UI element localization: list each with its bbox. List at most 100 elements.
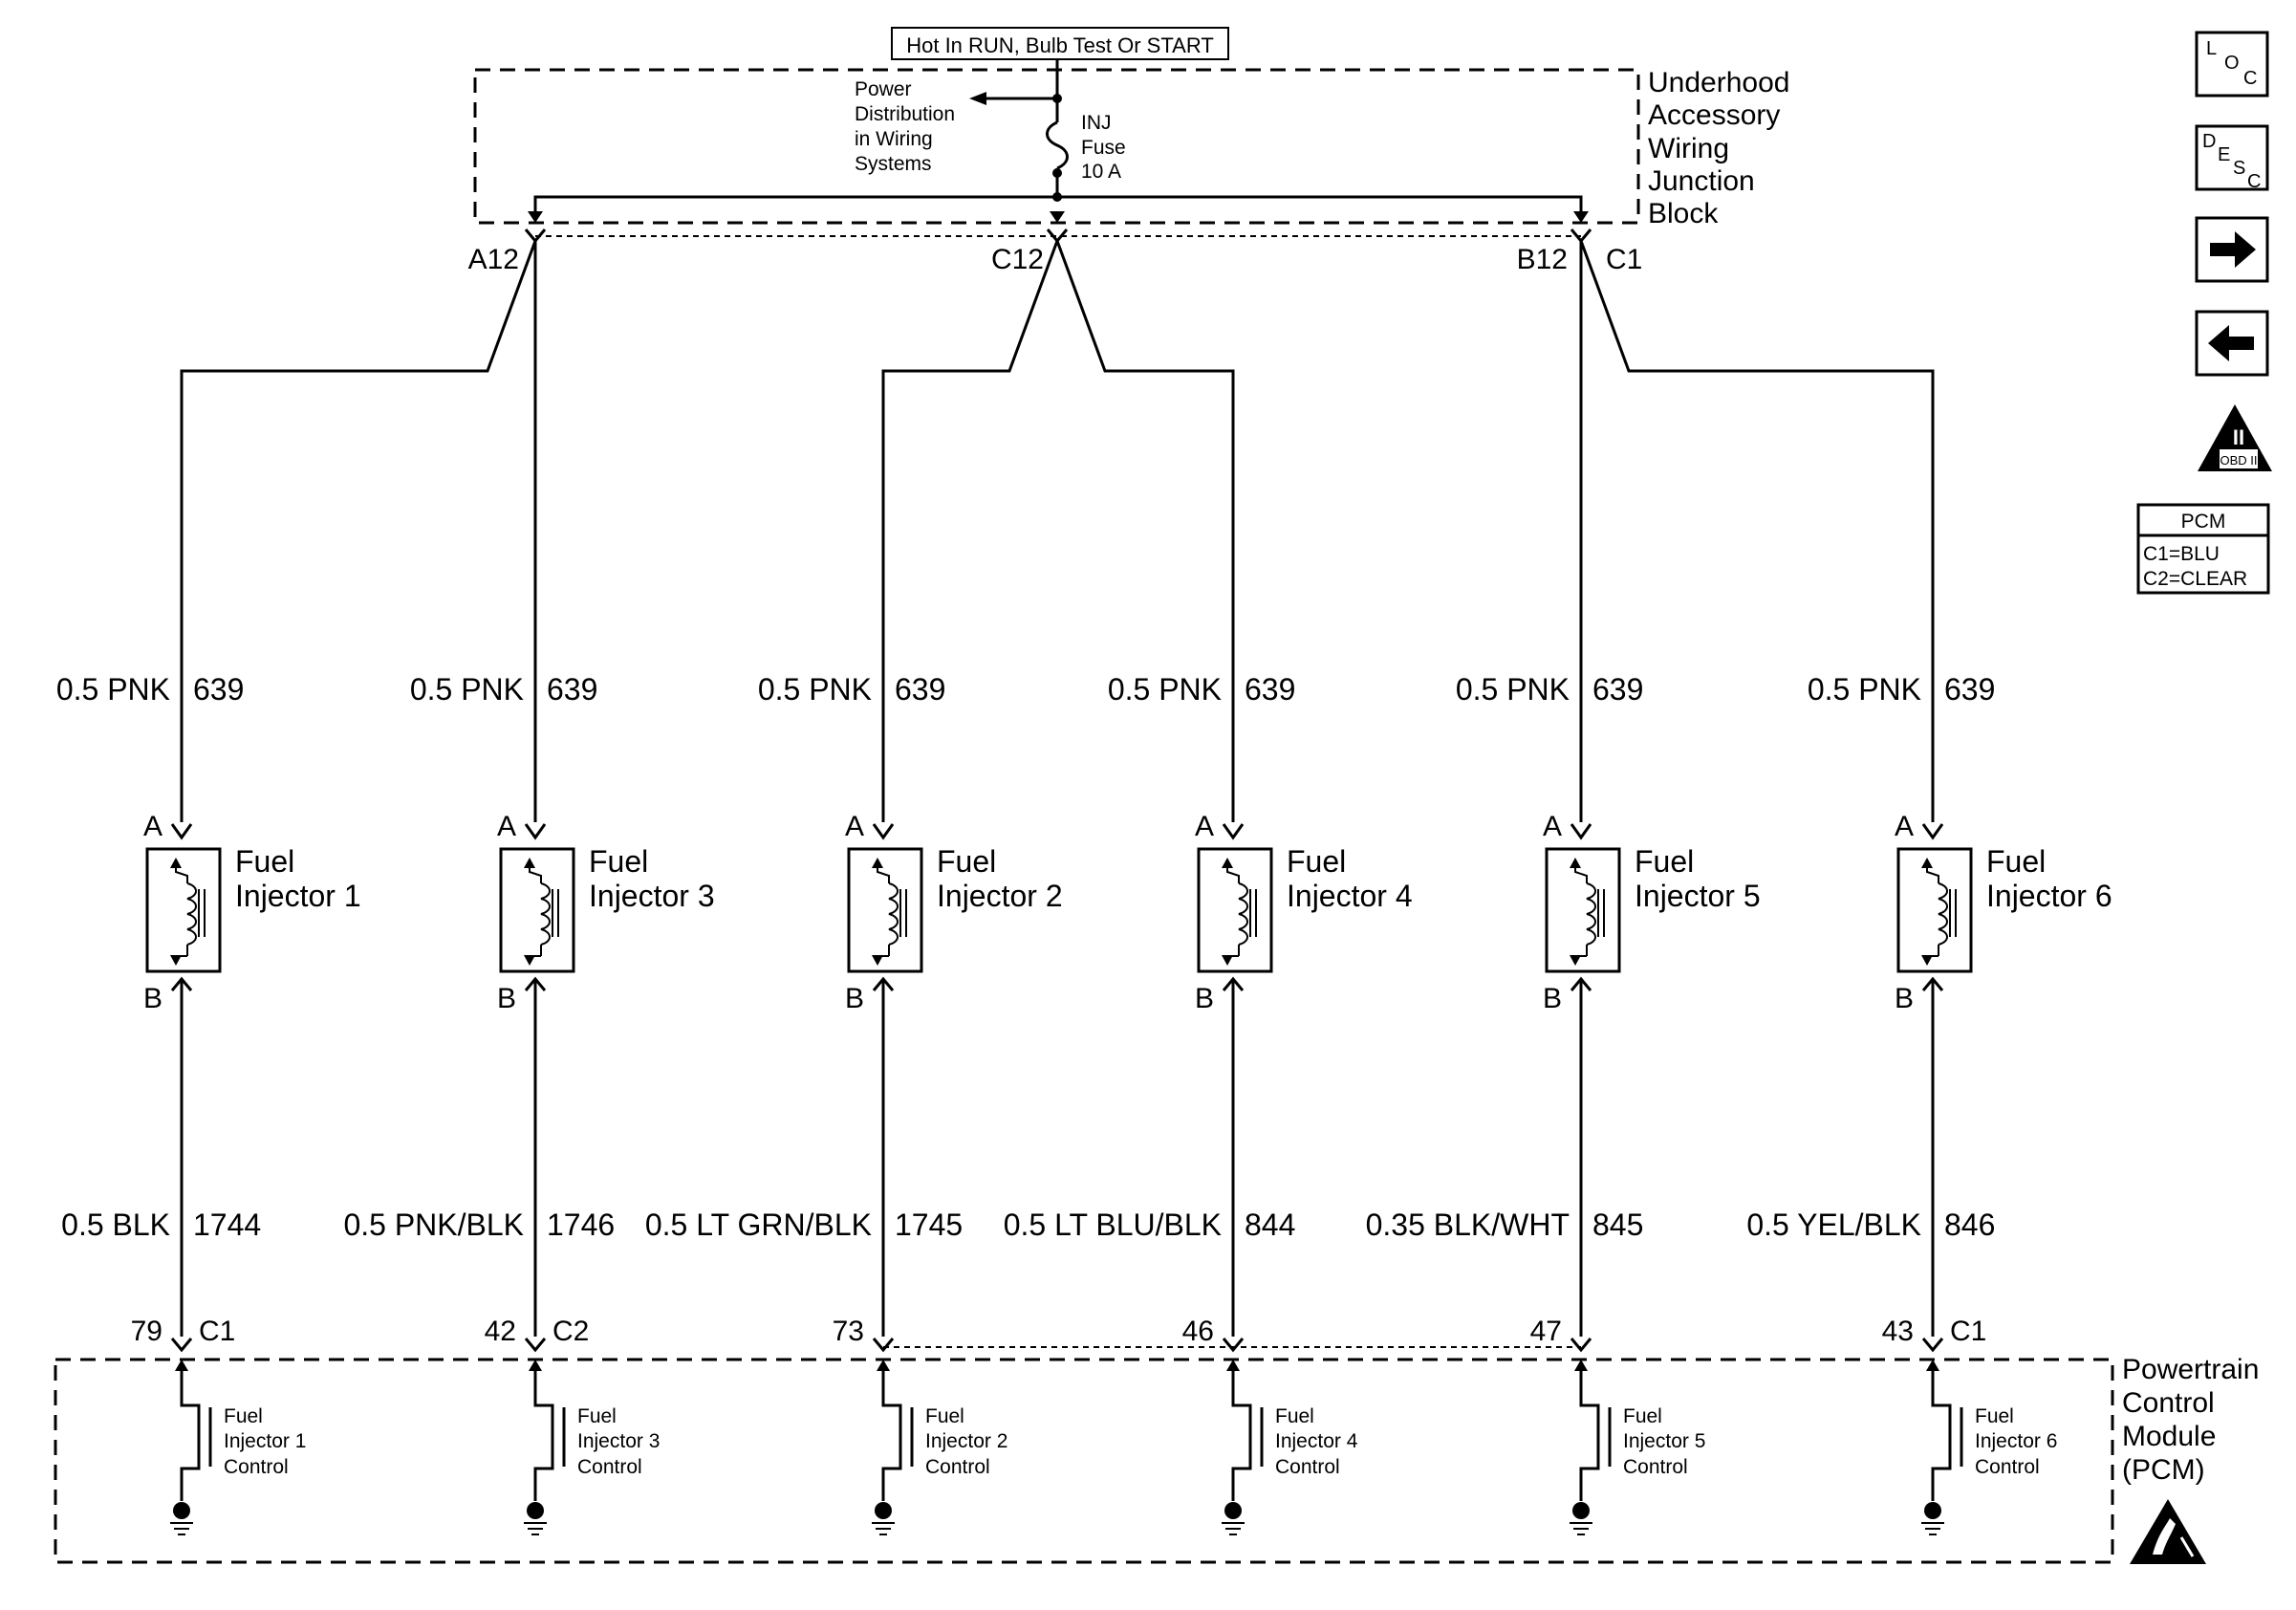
arrow-up-icon <box>524 858 535 868</box>
power-source-label: Hot In RUN, Bulb Test Or START <box>891 27 1229 60</box>
pin-a-label: A <box>497 811 516 842</box>
next-arrow-icon[interactable] <box>2195 216 2269 283</box>
injector-body <box>1197 847 1273 973</box>
loc-letter-c: C <box>2243 68 2257 89</box>
supply-wire-circuit: 639 <box>1944 672 1995 707</box>
supply-wire-circuit: 639 <box>1592 672 1643 707</box>
driver-transistor-icon <box>1579 1367 1600 1501</box>
ground-node-icon <box>875 1502 892 1519</box>
pcm-control-label-line-1: Fuel <box>1975 1405 2014 1427</box>
pcm-legend-title: PCM <box>2181 511 2226 533</box>
arrow-up-icon <box>1570 858 1581 868</box>
pcm-label-line-2: Control <box>2122 1387 2215 1419</box>
driver-transistor-icon <box>1231 1367 1252 1501</box>
pin-a-chevron <box>872 823 895 840</box>
arrow-up-icon <box>1226 1360 1240 1371</box>
pin-a-label: A <box>1195 811 1214 842</box>
coil-icon <box>1938 882 1948 946</box>
inj-fuse-icon <box>1046 98 1069 197</box>
pcm-connector-legend: PCM C1=BLU C2=CLEAR <box>2136 503 2270 595</box>
pin-b-label: B <box>1895 983 1914 1014</box>
pin-b-label: B <box>845 983 864 1014</box>
pin-a-label: A <box>1895 811 1914 842</box>
pcm-control-label-line-2: Injector 5 <box>1623 1430 1705 1452</box>
arrow-up-icon <box>1926 1360 1939 1371</box>
arrow-down-icon <box>524 955 535 966</box>
driver-transistor-icon <box>881 1367 902 1501</box>
control-wire-gauge: 0.5 BLK <box>61 1208 170 1242</box>
pin-a-label: A <box>1543 811 1562 842</box>
desc-letter-c: C <box>2247 171 2261 192</box>
arrow-up-icon <box>1574 1360 1588 1371</box>
driver-transistor-icon <box>180 1367 201 1501</box>
loc-letter-l: L <box>2206 38 2217 59</box>
junction-bus <box>533 195 1583 218</box>
obd-text: OBD II <box>2220 453 2257 468</box>
injector-name-line-1: Fuel <box>1287 844 1346 879</box>
desc-letter-s: S <box>2233 158 2245 179</box>
ground-node-icon <box>1224 1502 1242 1519</box>
arrow-left-icon <box>969 92 986 105</box>
control-wire-circuit: 1745 <box>895 1208 963 1242</box>
coil-icon <box>1586 882 1596 946</box>
pin-b-label: B <box>1195 983 1214 1014</box>
injector-body <box>1896 847 1973 973</box>
control-wire-circuit: 846 <box>1944 1208 1995 1242</box>
pcm-pin-number: 47 <box>1530 1316 1562 1347</box>
pcm-connector-label: C1 <box>1950 1316 1986 1347</box>
obd-ii-icon[interactable]: II OBD II <box>2198 404 2272 471</box>
fuse-label-line-3: 10 A <box>1081 161 1121 183</box>
loc-icon[interactable]: L O C <box>2195 31 2269 98</box>
junction-block-line-4: Junction <box>1648 165 1755 197</box>
bus-arrow-right <box>1573 211 1589 223</box>
pin-b-label: B <box>497 983 516 1014</box>
supply-wire-circuit: 639 <box>1245 672 1295 707</box>
injector-name-line-1: Fuel <box>235 844 294 879</box>
pcm-connector-label: C1 <box>199 1316 235 1347</box>
arrow-up-icon <box>529 1360 542 1371</box>
control-wire-gauge: 0.5 PNK/BLK <box>343 1208 524 1242</box>
pcm-control-label-line-1: Fuel <box>1275 1405 1314 1427</box>
ground-node-icon <box>173 1502 190 1519</box>
pcm-label-line-1: Powertrain <box>2122 1354 2259 1385</box>
arrow-up-icon <box>872 858 883 868</box>
fuse-label: INJ Fuse 10 A <box>1081 112 1126 183</box>
prev-arrow-icon[interactable] <box>2195 310 2269 377</box>
control-wire-circuit: 844 <box>1245 1208 1295 1242</box>
pcm-pin-number: 46 <box>1182 1316 1214 1347</box>
arrow-down-icon <box>170 955 182 966</box>
arrow-up-icon <box>1921 858 1933 868</box>
injector-lead-top <box>529 865 542 883</box>
injector-lead-top <box>175 865 188 883</box>
supply-wire-gauge: 0.5 PNK <box>410 672 524 707</box>
obd-roman-text: II <box>2233 425 2244 449</box>
desc-icon[interactable]: D E S C <box>2195 124 2269 192</box>
pcm-pin-number: 42 <box>485 1316 516 1347</box>
pcm-control-label-line-1: Fuel <box>577 1405 617 1427</box>
pin-a-chevron <box>170 823 193 840</box>
pin-c1-label: C1 <box>1606 244 1642 275</box>
pcm-control-label-line-1: Fuel <box>224 1405 263 1427</box>
injector-lead-top <box>1226 865 1240 883</box>
pcm-control-label-line-1: Fuel <box>925 1405 964 1427</box>
junction-block-line-3: Wiring <box>1648 133 1729 164</box>
pin-a-chevron <box>524 823 547 840</box>
pcm-control-label-line-3: Control <box>925 1456 990 1478</box>
injector-name-line-1: Fuel <box>937 844 996 879</box>
pcm-control-label-line-1: Fuel <box>1623 1405 1662 1427</box>
pin-a-label: A <box>845 811 864 842</box>
junction-block-line-1: Underhood <box>1648 67 1789 98</box>
coil-icon <box>540 882 551 946</box>
bus-arrow-left <box>528 211 543 223</box>
injector-name-line-1: Fuel <box>1986 844 2046 879</box>
power-distribution-label: Power Distribution in Wiring Systems <box>855 78 955 175</box>
control-wire-circuit: 1744 <box>193 1208 261 1242</box>
pcm-boundary <box>54 1358 2114 1564</box>
pcm-legend-c2: C2=CLEAR <box>2143 568 2247 590</box>
injector-name-line-2: Injector 6 <box>1986 879 2112 913</box>
injector-name-line-2: Injector 2 <box>937 879 1063 913</box>
